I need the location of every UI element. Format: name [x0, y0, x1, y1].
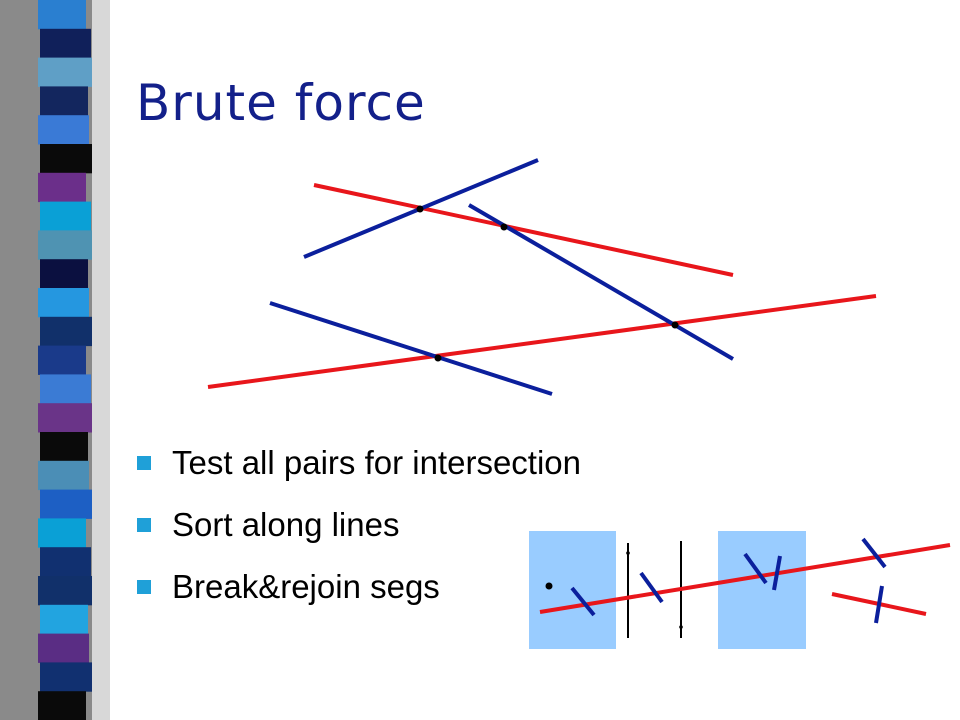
blue-line-3: [269, 301, 553, 396]
strip-block: [38, 576, 92, 606]
strip-block: [40, 28, 91, 59]
strip-block: [38, 403, 92, 433]
blue-tick-5: [861, 537, 887, 569]
strip-block: [38, 230, 92, 260]
bullet-item: Test all pairs for intersection: [137, 432, 581, 494]
strip-block: [38, 57, 92, 87]
intersection-point-1: [416, 205, 424, 213]
blue-tick-1: [570, 586, 596, 617]
strip-block: [38, 691, 86, 720]
divider-tick-top: [626, 551, 630, 555]
strip-block: [38, 345, 86, 375]
blue-tick-2: [639, 571, 664, 604]
slide-title: Brute force: [136, 74, 426, 132]
bullet-item: Sort along lines: [137, 494, 581, 556]
strip-block: [40, 316, 94, 347]
strip-block: [40, 662, 94, 692]
square-bullet-icon: [137, 518, 151, 532]
bullet-text: Test all pairs for intersection: [172, 444, 582, 481]
sample-point: [545, 582, 553, 590]
strip-block: [40, 489, 94, 519]
bullet-item: Break&rejoin segs: [137, 556, 581, 618]
strip-block: [40, 604, 88, 635]
strip-block: [40, 259, 88, 289]
strip-edge: [92, 0, 110, 720]
intersection-point-4: [434, 354, 442, 362]
blue-line-2: [467, 203, 735, 361]
blue-tick-3: [743, 552, 768, 585]
strip-block: [38, 288, 89, 318]
strip-block: [40, 547, 91, 577]
divider-tick-bottom: [679, 625, 683, 629]
strip-block: [40, 374, 91, 404]
highlight-box-right: [718, 531, 806, 649]
blue-tick-6: [874, 585, 884, 624]
strip-block: [40, 144, 94, 174]
blue-tick-4: [772, 555, 782, 591]
strip-block: [38, 0, 86, 30]
bullet-text: Break&rejoin segs: [172, 568, 440, 605]
strip-block: [40, 432, 88, 462]
intersection-point-3: [671, 321, 679, 329]
bullet-text: Sort along lines: [172, 506, 400, 543]
decorative-color-strip: [0, 0, 110, 720]
strip-block: [40, 86, 88, 116]
square-bullet-icon: [137, 580, 151, 594]
strip-block: [38, 115, 89, 145]
red-line-2: [207, 294, 877, 389]
red-segment-long: [539, 543, 951, 614]
bullet-list: Test all pairs for intersection Sort alo…: [137, 432, 581, 618]
intersection-point-2: [500, 223, 508, 231]
strip-block: [38, 518, 86, 548]
strip-block: [38, 172, 86, 203]
square-bullet-icon: [137, 456, 151, 470]
strip-block: [38, 633, 89, 663]
strip-block: [38, 460, 89, 491]
red-line-1: [313, 183, 734, 277]
strip-block: [40, 201, 91, 231]
